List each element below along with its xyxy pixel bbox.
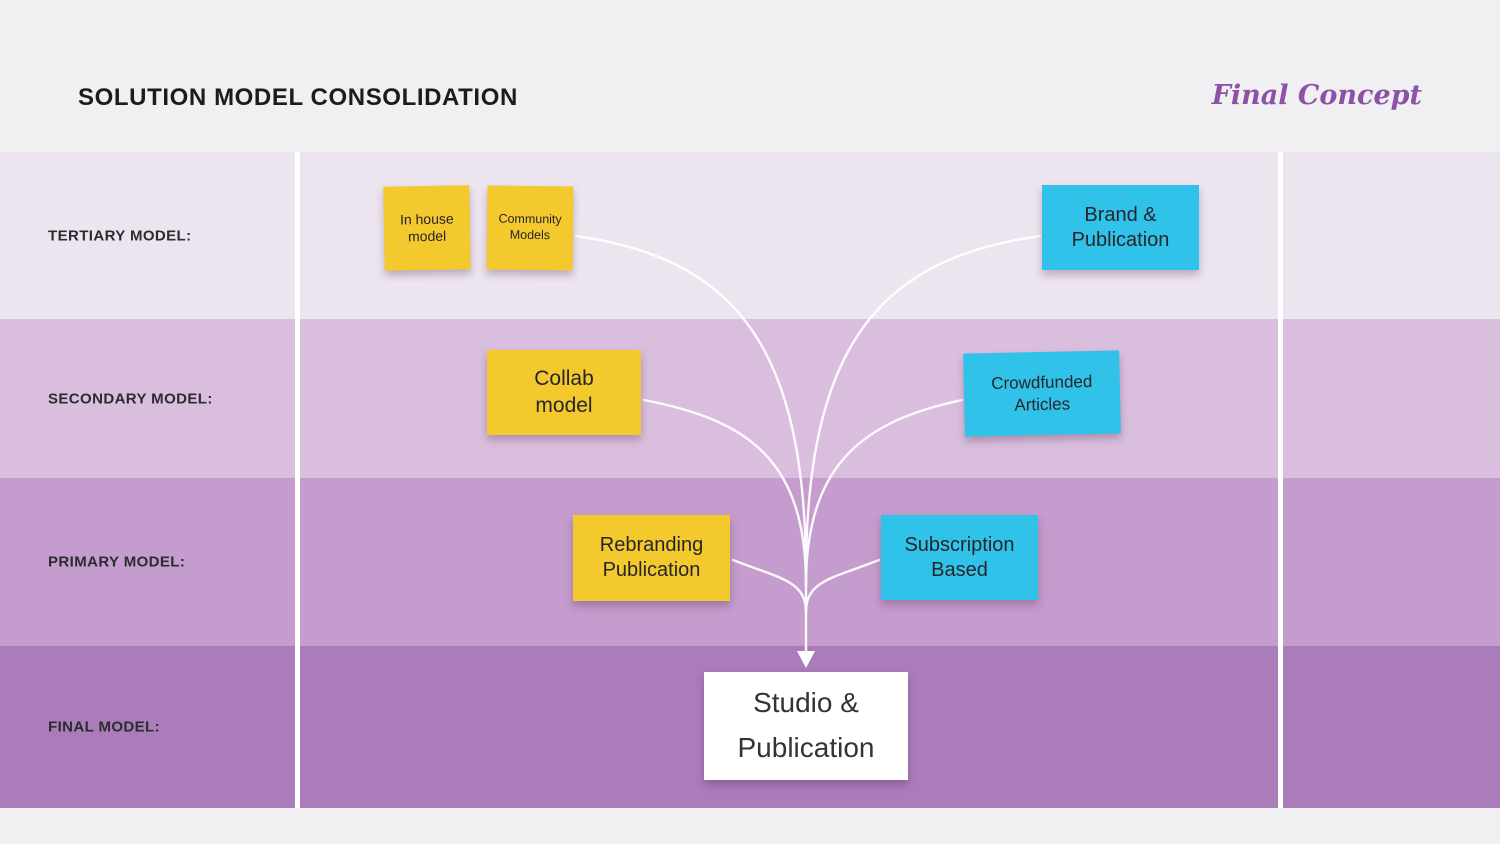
row-label-primary: PRIMARY MODEL: — [48, 553, 186, 571]
footer-bar — [0, 808, 1500, 844]
column-divider-right — [1278, 152, 1283, 808]
sticky-note-studio-publication[interactable]: Studio & Publication — [704, 672, 908, 780]
row-label-final: FINAL MODEL: — [48, 718, 161, 736]
row-primary-model: PRIMARY MODEL: — [0, 478, 1500, 646]
sticky-note-label: Rebranding Publication — [599, 534, 704, 581]
row-label-secondary: SECONDARY MODEL: — [48, 390, 213, 407]
sticky-note-label: Studio & Publication — [737, 687, 875, 763]
sticky-note-brand-publication[interactable]: Brand & Publication — [1042, 185, 1199, 270]
sticky-note-subscription-based[interactable]: Subscription Based — [881, 515, 1038, 600]
page-title: SOLUTION MODEL CONSOLIDATION — [78, 84, 518, 111]
sticky-note-label: Collab model — [534, 367, 594, 417]
final-concept-badge: Final Concept — [1211, 80, 1422, 111]
sticky-note-label: Crowdfunded Articles — [991, 372, 1093, 415]
column-divider-left — [295, 152, 300, 808]
sticky-note-in-house-model[interactable]: In house model — [383, 185, 471, 271]
sticky-note-collab-model[interactable]: Collab model — [487, 350, 641, 435]
sticky-note-label: In house model — [399, 210, 454, 245]
sticky-note-rebranding-publication[interactable]: Rebranding Publication — [573, 515, 730, 601]
sticky-note-community-models[interactable]: Community Models — [486, 185, 574, 271]
row-secondary-model: SECONDARY MODEL: — [0, 319, 1500, 478]
row-tertiary-model: TERTIARY MODEL: — [0, 152, 1500, 319]
sticky-note-label: Community Models — [498, 212, 562, 243]
sticky-note-crowdfunded-articles[interactable]: Crowdfunded Articles — [963, 350, 1121, 437]
sticky-note-label: Subscription Based — [904, 533, 1015, 581]
row-label-tertiary: TERTIARY MODEL: — [48, 227, 192, 244]
header-bar: SOLUTION MODEL CONSOLIDATION Final Conce… — [0, 0, 1500, 152]
sticky-note-label: Brand & Publication — [1071, 203, 1170, 251]
